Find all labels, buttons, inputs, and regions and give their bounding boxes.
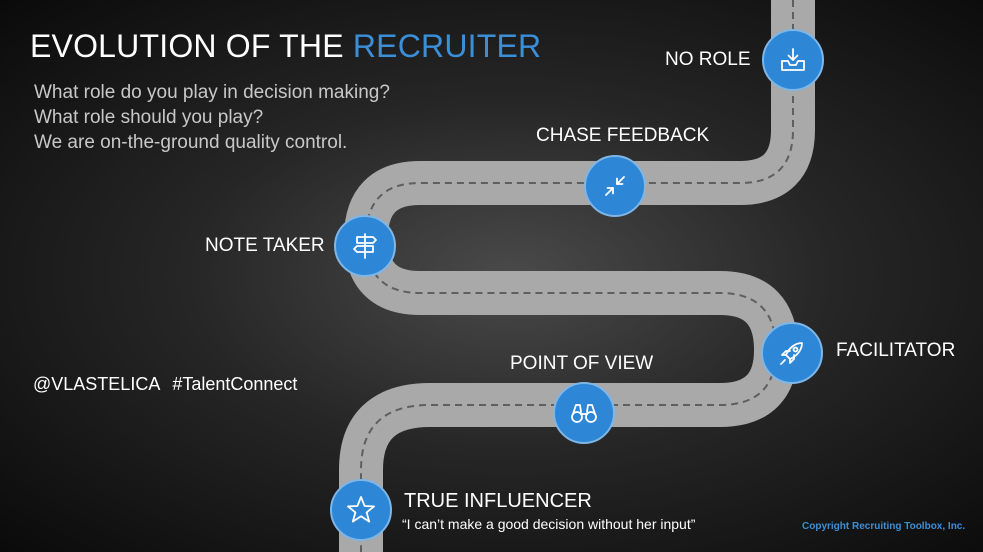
inbox-icon: [781, 48, 805, 71]
road-surface: [339, 0, 815, 552]
influencer-quote: “I can’t make a good decision without he…: [402, 516, 696, 532]
road-center-line: [360, 0, 794, 552]
social-handles: @VLASTELICA #TalentConnect: [33, 374, 297, 395]
stage-label-note-taker: NOTE TAKER: [205, 235, 325, 256]
stage-label-true-influencer: TRUE INFLUENCER: [404, 490, 592, 512]
stage-label-facilitator: FACILITATOR: [836, 340, 956, 361]
stage-label-no-role: NO ROLE: [665, 49, 751, 70]
stage-node-facilitator: [761, 322, 823, 384]
twitter-handle: @VLASTELICA: [33, 374, 161, 394]
subtitle-line-2: What role should you play?: [34, 107, 264, 128]
page-title: EVOLUTION OF THE RECRUITER: [30, 28, 541, 65]
binoculars-icon: [571, 404, 597, 423]
copyright-notice: Copyright Recruiting Toolbox, Inc.: [802, 521, 966, 532]
title-main: EVOLUTION OF THE: [30, 28, 353, 64]
stage-node-point-of-view: [553, 382, 615, 444]
stage-label-point-of-view: POINT OF VIEW: [510, 353, 654, 374]
title-accent: RECRUITER: [352, 28, 542, 64]
subtitle-line-3: We are on-the-ground quality control.: [34, 132, 348, 153]
signpost-icon: [353, 233, 377, 259]
stage-node-no-role: [762, 29, 824, 91]
stage-node-chase-feedback: [584, 155, 646, 217]
stage-node-true-influencer: [330, 479, 392, 541]
subtitle-line-1: What role do you play in decision making…: [34, 82, 390, 103]
rocket-icon: [780, 342, 803, 365]
star-icon: [347, 496, 375, 523]
stage-node-note-taker: [334, 215, 396, 277]
arrows-compress-icon: [605, 176, 625, 196]
stage-label-chase-feedback: CHASE FEEDBACK: [536, 125, 710, 146]
hashtag: #TalentConnect: [172, 374, 298, 394]
